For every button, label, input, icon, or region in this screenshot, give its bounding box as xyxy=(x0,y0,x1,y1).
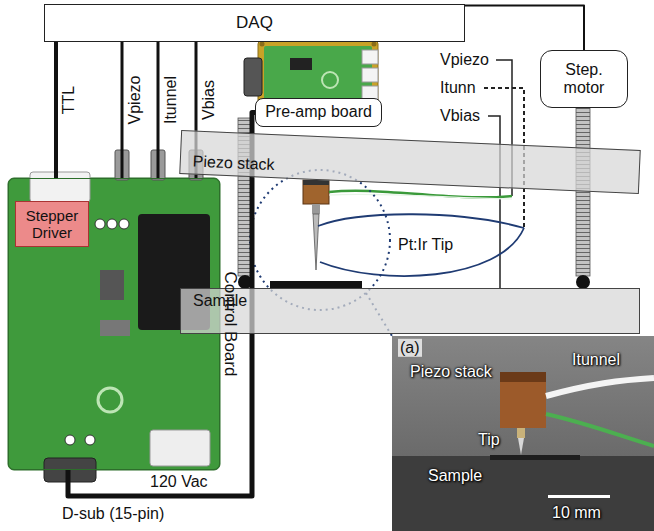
photo-label: Sample xyxy=(428,467,482,485)
part-label: Itunn xyxy=(440,79,476,97)
lead-screw xyxy=(576,108,590,276)
stepper-driver-module: Stepper Driver xyxy=(15,201,89,247)
photo-sample-plate xyxy=(392,456,654,531)
signal-connector xyxy=(362,50,378,64)
photo-inset xyxy=(392,336,654,531)
part-label: Vpiezo xyxy=(440,51,489,69)
sample-strip xyxy=(270,281,362,288)
photo-label: Itunnel xyxy=(572,351,620,369)
part-label: Vbias xyxy=(440,107,480,125)
chip xyxy=(290,58,312,70)
daq-box: DAQ xyxy=(44,4,465,42)
piezo-plate: Piezo stack xyxy=(179,130,640,194)
vbias-wire xyxy=(488,116,500,288)
node-label: Control Board xyxy=(220,272,240,377)
signal-name: Itunnel xyxy=(162,76,180,124)
photo-label: Tip xyxy=(478,431,500,449)
photo-piezo-top xyxy=(500,372,546,382)
photo-tip xyxy=(518,438,524,455)
through-hole xyxy=(95,219,105,229)
piezo-wire xyxy=(329,194,512,199)
signal-cable xyxy=(157,42,160,178)
pt-ir-tip xyxy=(313,214,319,270)
part-label: 120 Vac xyxy=(150,473,208,491)
ttl-connector xyxy=(30,172,90,202)
signal-cable xyxy=(121,42,124,178)
ball-foot xyxy=(576,275,590,289)
mount-hole xyxy=(260,42,265,47)
through-hole xyxy=(85,435,95,445)
dsub-connector xyxy=(244,58,262,96)
chip xyxy=(100,270,124,300)
scale-bar xyxy=(548,495,610,498)
chip xyxy=(100,320,130,336)
signal-name: TTL xyxy=(60,86,78,114)
power-connector xyxy=(150,430,210,466)
label-box: Pre-amp board xyxy=(255,98,382,127)
motor-box: Step. motor xyxy=(540,50,628,108)
signal-connector xyxy=(362,68,378,82)
node-label: Step. motor xyxy=(551,61,617,98)
tunnel-wire xyxy=(320,228,524,276)
tunnel-wire xyxy=(318,214,524,228)
through-hole xyxy=(107,219,117,229)
photo-label: Piezo stack xyxy=(410,363,492,381)
through-hole xyxy=(65,435,75,445)
piezo-element xyxy=(303,180,329,204)
node-label: DAQ xyxy=(236,13,273,33)
mount-hole xyxy=(372,42,377,47)
node-label: Sample xyxy=(193,292,247,310)
preamp-pcb-inner xyxy=(264,46,372,102)
tip-holder xyxy=(312,204,320,214)
photo-label: (a) xyxy=(398,339,422,357)
piezo-cap xyxy=(303,180,329,185)
node-label: Piezo stack xyxy=(192,152,275,174)
part-label: D-sub (15-pin) xyxy=(62,505,164,523)
through-hole xyxy=(119,219,129,229)
photo-tip-holder xyxy=(517,428,525,438)
part-label: Pt:Ir Tip xyxy=(398,236,453,254)
logo xyxy=(322,72,338,88)
node-label: Pre-amp board xyxy=(265,103,372,121)
photo-wire xyxy=(546,414,654,446)
logo xyxy=(98,388,122,412)
photo-cable xyxy=(546,378,654,396)
node-label: Stepper Driver xyxy=(20,207,84,242)
signal-name: Vbias xyxy=(200,80,218,120)
photo-label: 10 mm xyxy=(552,504,601,522)
photo-sample xyxy=(490,455,580,460)
signal-cable xyxy=(54,42,58,178)
sample-plate: Sample xyxy=(180,288,640,334)
signal-name: Vpiezo xyxy=(126,76,144,125)
signal-cable xyxy=(465,6,584,51)
photo-piezo xyxy=(500,372,546,428)
